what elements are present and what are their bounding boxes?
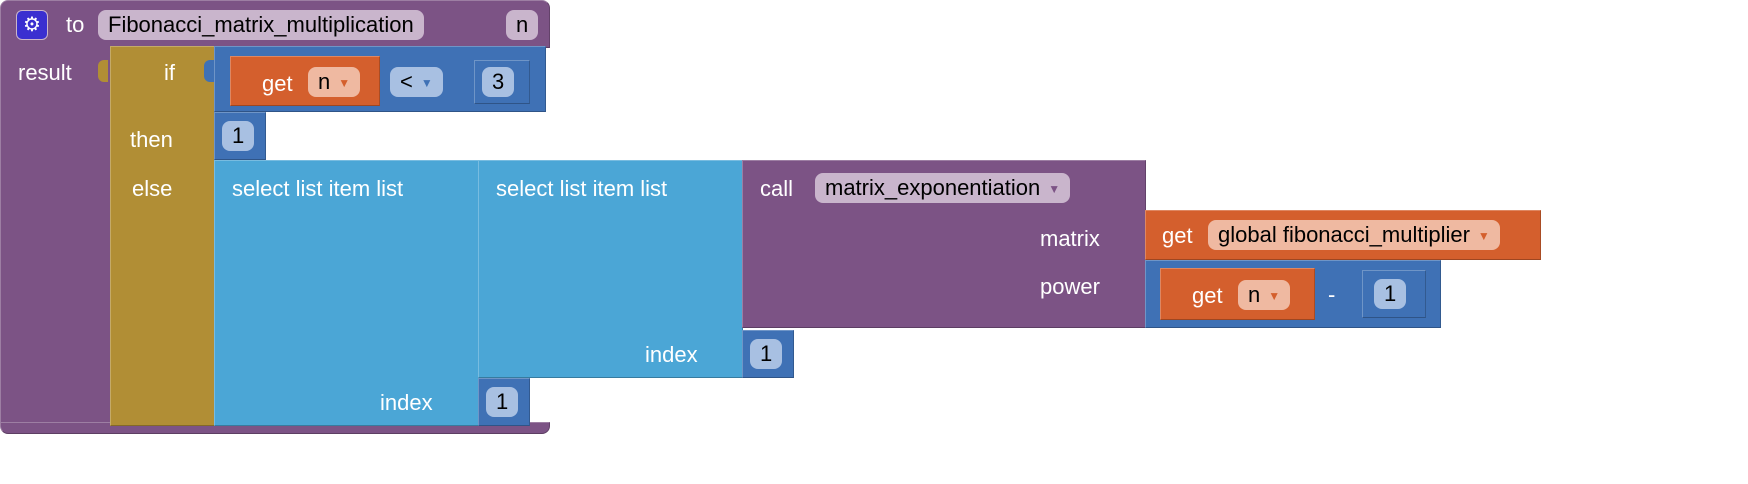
dropdown-arrow-icon: ▼ — [1268, 289, 1281, 304]
if-connector — [98, 60, 108, 82]
outer-select-list-item-block[interactable] — [214, 160, 480, 426]
index-label: index — [380, 390, 433, 415]
matrix-label: matrix — [1040, 226, 1100, 251]
number-field[interactable]: 1 — [750, 339, 783, 369]
var-dropdown[interactable]: global fibonacci_multiplier ▼ — [1208, 220, 1500, 250]
number-field[interactable]: 1 — [486, 387, 519, 417]
dropdown-arrow-icon: ▼ — [420, 76, 433, 91]
number-field[interactable]: 1 — [222, 121, 255, 151]
inner-select-list-item-block[interactable] — [478, 160, 743, 378]
if-label: if — [164, 60, 175, 85]
number-field[interactable]: 1 — [1374, 279, 1407, 309]
get-label: get — [262, 71, 293, 96]
var-dropdown[interactable]: n▼ — [308, 67, 361, 97]
to-label: to — [66, 12, 85, 37]
procedure-name-field[interactable]: Fibonacci_matrix_multiplication — [98, 10, 424, 40]
var-name: n — [318, 69, 331, 94]
power-label: power — [1040, 274, 1100, 299]
if-then-else-block[interactable] — [110, 46, 216, 426]
minus-operator: - — [1328, 282, 1336, 307]
compare-connector — [204, 60, 214, 82]
procedure-body — [0, 46, 112, 426]
select-list-item-label: select list item list — [232, 176, 404, 201]
gear-icon[interactable]: ⚙ — [16, 10, 48, 40]
else-label: else — [132, 176, 173, 201]
select-list-item-label: select list item list — [496, 176, 668, 201]
operator-dropdown[interactable]: <▼ — [390, 67, 443, 97]
dropdown-arrow-icon: ▼ — [338, 76, 351, 91]
index-label: index — [645, 342, 698, 367]
var-dropdown[interactable]: n▼ — [1238, 280, 1291, 310]
get-label: get — [1192, 283, 1223, 308]
call-label: call — [760, 176, 794, 201]
var-name: n — [1248, 282, 1261, 307]
operator: < — [400, 69, 413, 94]
dropdown-arrow-icon: ▼ — [1477, 229, 1490, 244]
get-label: get — [1162, 223, 1193, 248]
number-field[interactable]: 3 — [482, 67, 515, 97]
then-label: then — [130, 127, 173, 152]
result-label: result — [18, 60, 72, 85]
dropdown-arrow-icon: ▼ — [1048, 182, 1061, 197]
procedure-dropdown[interactable]: matrix_exponentiation ▼ — [815, 173, 1071, 203]
param-n[interactable]: n — [506, 10, 539, 40]
procedure-name: matrix_exponentiation — [825, 175, 1041, 200]
var-name: global fibonacci_multiplier — [1218, 222, 1470, 247]
